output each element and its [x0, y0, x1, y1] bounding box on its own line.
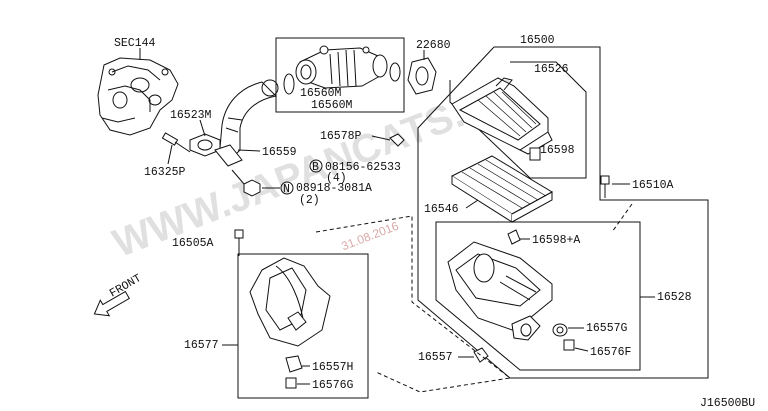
turbo-housing: [97, 57, 179, 136]
front-arrow: [93, 290, 131, 317]
grommet-16557: [473, 347, 489, 363]
label-sec144: SEC144: [114, 37, 156, 50]
label-16598: 16598: [540, 144, 575, 157]
label-16523m: 16523M: [170, 109, 212, 122]
watermark-date: 31.08.2016: [339, 219, 400, 254]
resonator-16577: [249, 257, 331, 347]
label-16576g: 16576G: [312, 379, 354, 392]
label-22680: 22680: [416, 39, 451, 52]
clip-16598a: [507, 229, 521, 245]
screw-16578p: [389, 133, 405, 147]
outline-16528: [435, 221, 641, 371]
label-16528: 16528: [657, 291, 692, 304]
label-16500: 16500: [520, 34, 555, 47]
label-16560m-a: 16560M: [300, 87, 342, 100]
grommet-16557h: [285, 355, 303, 373]
grommet-16557g: [552, 323, 568, 337]
label-16576f: 16576F: [590, 346, 632, 359]
bolt-16510a: [600, 175, 610, 198]
upper-cover-16526: [451, 77, 553, 155]
label-16598a: 16598+A: [532, 234, 580, 247]
label-16559: 16559: [262, 146, 297, 159]
lower-box-16528: [447, 241, 553, 341]
label-16577: 16577: [184, 339, 219, 352]
outline-16500: [417, 46, 709, 379]
bolt-16325p: [161, 132, 191, 153]
label-16526: 16526: [534, 63, 569, 76]
gasket-16523m: [189, 133, 221, 157]
label-08918-qty: (2): [299, 194, 320, 207]
outline-16577: [237, 253, 369, 399]
bolt-16505a: [234, 229, 244, 256]
circle-b-symbol: B: [312, 161, 319, 174]
dashed-connector: [315, 215, 512, 393]
label-16560m-b: 16560M: [311, 99, 353, 112]
label-16325p: 16325P: [144, 166, 186, 179]
label-08156: 08156-62533: [325, 161, 401, 174]
label-16578p: 16578P: [320, 130, 362, 143]
sensor-22680: [407, 57, 437, 95]
filter-16546: [450, 155, 554, 223]
label-16546: 16546: [424, 203, 459, 216]
label-16505a: 16505A: [172, 237, 214, 250]
label-08156-qty: (4): [326, 172, 347, 185]
clip-16598: [529, 147, 541, 161]
duct-16559: [214, 79, 279, 167]
bolt-08918: [231, 169, 261, 197]
circle-n-symbol: N: [283, 183, 290, 196]
label-16557g: 16557G: [586, 322, 628, 335]
label-08918: 08918-3081A: [296, 182, 372, 195]
diagram-id: J16500BU: [700, 397, 755, 410]
collar-16576f: [563, 339, 575, 351]
outline-16526: [449, 61, 587, 179]
label-16557h: 16557H: [312, 361, 353, 374]
box-16560m: [275, 37, 405, 113]
label-16557: 16557: [418, 351, 453, 364]
collar-16576g: [285, 377, 297, 389]
label-16510a: 16510A: [632, 179, 674, 192]
